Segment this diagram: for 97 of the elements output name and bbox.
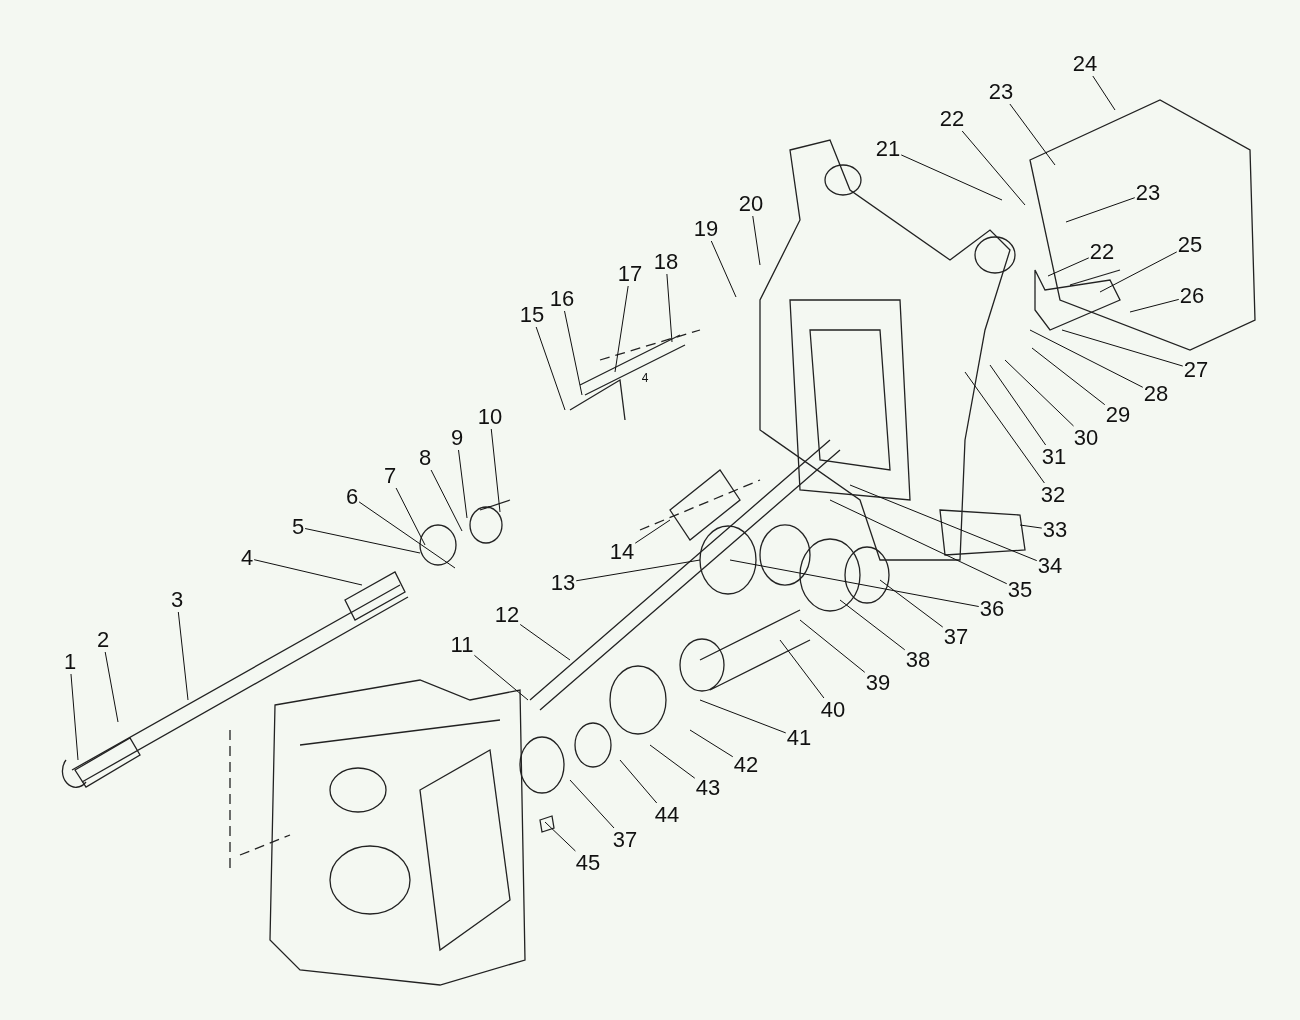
callout-number: 19 xyxy=(693,218,719,240)
callout-number: 25 xyxy=(1177,234,1203,256)
dimension-label: 4 xyxy=(641,372,649,384)
leader-line xyxy=(1099,251,1178,293)
callout-number: 37 xyxy=(943,626,969,648)
callout-number: 15 xyxy=(519,304,545,326)
callout-number: 6 xyxy=(345,486,359,508)
callout-number: 43 xyxy=(695,777,721,799)
leader-line xyxy=(358,501,456,569)
leader-line xyxy=(849,484,1038,562)
callout-number: 12 xyxy=(494,604,520,626)
callout-number: 18 xyxy=(653,251,679,273)
callout-number: 20 xyxy=(738,193,764,215)
callout-number: 40 xyxy=(820,699,846,721)
callout-number: 16 xyxy=(549,288,575,310)
leader-line xyxy=(70,673,79,761)
leader-line xyxy=(900,154,1003,201)
leader-line xyxy=(177,611,189,701)
leader-line xyxy=(1061,329,1184,367)
leader-line xyxy=(829,499,1008,585)
callout-number: 27 xyxy=(1183,359,1209,381)
leader-line xyxy=(989,364,1047,446)
callout-number: 2 xyxy=(96,629,110,651)
leader-line xyxy=(964,371,1045,484)
callout-number: 1 xyxy=(63,651,77,673)
leader-line xyxy=(535,326,566,411)
callout-number: 28 xyxy=(1143,383,1169,405)
callout-number: 39 xyxy=(865,672,891,694)
callout-number: 3 xyxy=(170,589,184,611)
callout-number: 22 xyxy=(1089,241,1115,263)
callout-number: 33 xyxy=(1042,519,1068,541)
leader-line xyxy=(490,428,501,513)
leader-line xyxy=(430,469,463,532)
leader-line xyxy=(839,599,906,651)
callout-number: 21 xyxy=(875,138,901,160)
leader-line xyxy=(799,619,866,673)
callout-number: 23 xyxy=(1135,182,1161,204)
callout-number: 14 xyxy=(609,541,635,563)
leader-line xyxy=(1092,75,1116,111)
leader-line xyxy=(544,821,576,852)
callout-number: 10 xyxy=(477,406,503,428)
leader-line xyxy=(1009,103,1056,166)
callout-number: 41 xyxy=(786,727,812,749)
callout-number: 44 xyxy=(654,804,680,826)
callout-number: 36 xyxy=(979,598,1005,620)
callout-number: 8 xyxy=(418,447,432,469)
callout-number: 31 xyxy=(1041,446,1067,468)
leader-line xyxy=(619,759,658,804)
leader-line xyxy=(961,130,1026,206)
callout-number: 37 xyxy=(612,829,638,851)
leader-line xyxy=(1029,329,1144,388)
leader-line xyxy=(752,215,761,266)
callout-number: 5 xyxy=(291,516,305,538)
leader-line xyxy=(779,639,825,699)
leader-line xyxy=(649,744,696,779)
leader-line xyxy=(1031,347,1106,406)
leader-line xyxy=(1065,197,1136,223)
callout-number: 32 xyxy=(1040,484,1066,506)
leader-line xyxy=(569,779,615,829)
leader-line xyxy=(395,487,426,546)
leader-line xyxy=(879,579,944,628)
leader-line xyxy=(253,559,363,586)
leader-line xyxy=(564,310,583,396)
callout-number: 38 xyxy=(905,649,931,671)
leader-line xyxy=(519,623,571,661)
callout-number: 9 xyxy=(450,427,464,449)
callout-number: 7 xyxy=(383,465,397,487)
callout-number: 30 xyxy=(1073,427,1099,449)
callout-number: 23 xyxy=(988,81,1014,103)
leader-line xyxy=(304,528,421,554)
leader-line xyxy=(689,729,734,758)
leader-line xyxy=(1004,359,1075,427)
leader-line xyxy=(614,285,629,373)
callout-number: 13 xyxy=(550,572,576,594)
leader-line xyxy=(458,449,468,519)
callout-number: 42 xyxy=(733,754,759,776)
callout-number: 35 xyxy=(1007,579,1033,601)
callout-number: 29 xyxy=(1105,404,1131,426)
callout-number: 11 xyxy=(450,634,474,656)
callout-number: 26 xyxy=(1179,285,1205,307)
leader-line xyxy=(575,559,701,582)
leader-line xyxy=(699,699,787,734)
leader-line xyxy=(634,519,671,544)
callout-number: 34 xyxy=(1037,555,1063,577)
leader-line xyxy=(710,240,737,298)
leader-line xyxy=(1019,524,1043,529)
leader-line xyxy=(666,273,673,343)
leader-line xyxy=(104,651,119,723)
leader-line xyxy=(473,654,529,701)
callout-number: 45 xyxy=(575,852,601,874)
callout-number: 4 xyxy=(240,547,254,569)
leader-line xyxy=(729,559,980,607)
leader-line xyxy=(1047,257,1090,277)
callout-number: 17 xyxy=(617,263,643,285)
callout-number: 22 xyxy=(939,108,965,130)
leader-line xyxy=(1129,298,1180,313)
callout-number: 24 xyxy=(1072,53,1098,75)
